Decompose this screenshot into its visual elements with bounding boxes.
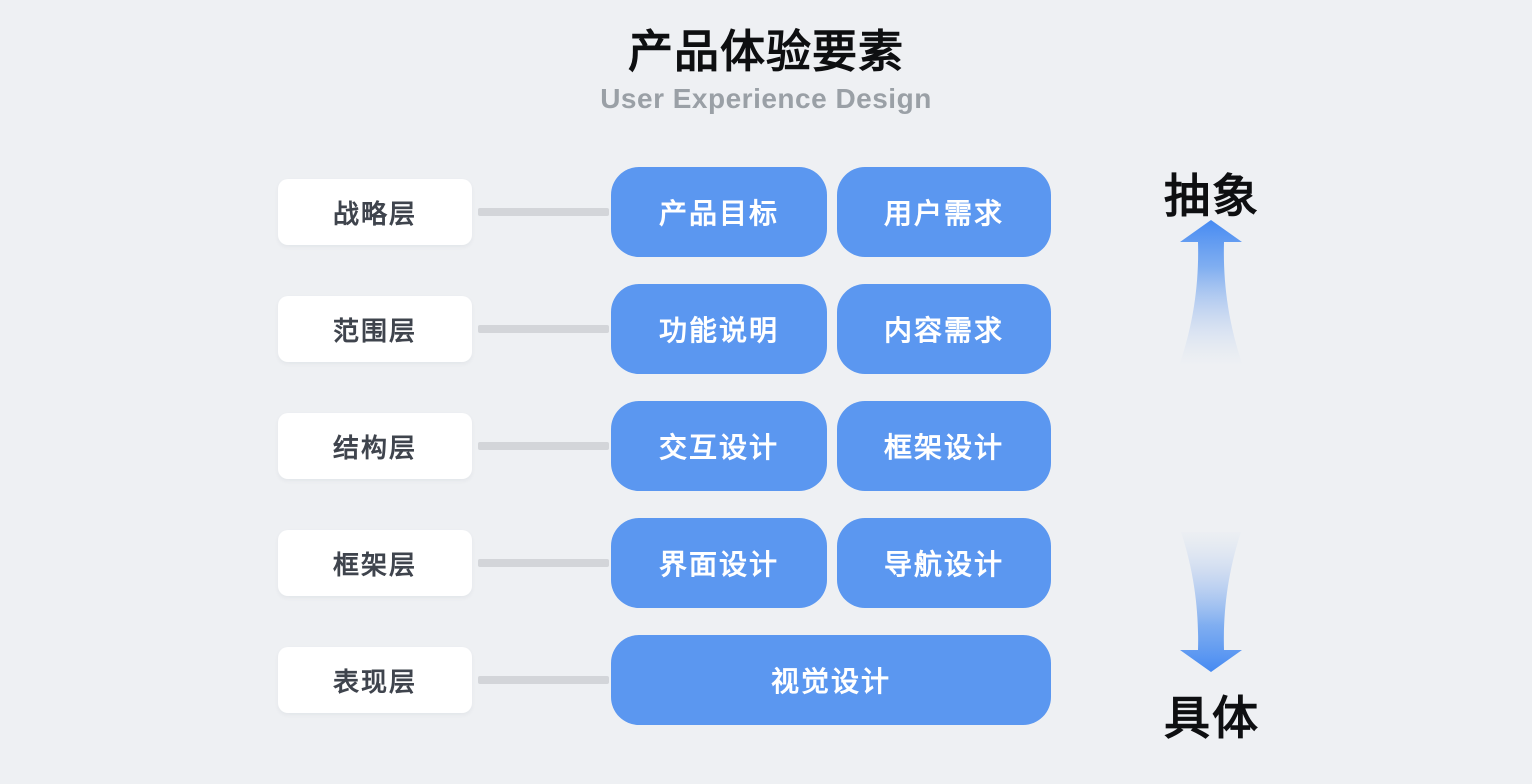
element-label: 导航设计 bbox=[883, 549, 1004, 580]
element-label: 交互设计 bbox=[658, 432, 779, 463]
connector-line bbox=[478, 442, 609, 450]
layer-row-skeleton: 框架层 界面设计 导航设计 bbox=[0, 518, 1532, 608]
connector-line bbox=[478, 325, 609, 333]
layer-label: 战略层 bbox=[332, 198, 417, 229]
element-label: 视觉设计 bbox=[770, 666, 891, 697]
arrow-up-icon bbox=[1179, 220, 1243, 366]
element-label: 框架设计 bbox=[883, 432, 1004, 463]
element-box-visual-design: 视觉设计 bbox=[611, 635, 1051, 725]
layer-label: 框架层 bbox=[332, 549, 417, 580]
layer-row-structure: 结构层 交互设计 框架设计 bbox=[0, 401, 1532, 491]
element-box-functional-specs: 功能说明 bbox=[611, 284, 827, 374]
arrow-down-icon bbox=[1180, 532, 1242, 672]
layer-label-box-scope: 范围层 bbox=[278, 296, 472, 362]
axis-label-concrete: 具体 bbox=[1164, 692, 1260, 744]
element-label: 内容需求 bbox=[883, 315, 1004, 346]
element-box-product-goals: 产品目标 bbox=[611, 167, 827, 257]
layer-label-box-strategy: 战略层 bbox=[278, 179, 472, 245]
layer-label-box-skeleton: 框架层 bbox=[278, 530, 472, 596]
layer-label-box-surface: 表现层 bbox=[278, 647, 472, 713]
layer-label: 表现层 bbox=[332, 666, 417, 697]
element-label: 界面设计 bbox=[658, 549, 779, 580]
layer-row-scope: 范围层 功能说明 内容需求 bbox=[0, 284, 1532, 374]
element-box-navigation-design: 导航设计 bbox=[837, 518, 1051, 608]
layer-label-box-structure: 结构层 bbox=[278, 413, 472, 479]
element-box-content-requirements: 内容需求 bbox=[837, 284, 1051, 374]
connector-line bbox=[478, 208, 609, 216]
connector-line bbox=[478, 559, 609, 567]
element-label: 用户需求 bbox=[883, 198, 1004, 229]
page-title: 产品体验要素 bbox=[627, 26, 904, 77]
layer-row-strategy: 战略层 产品目标 用户需求 bbox=[0, 167, 1532, 257]
header: 产品体验要素 User Experience Design bbox=[0, 26, 1532, 115]
element-box-interface-design: 界面设计 bbox=[611, 518, 827, 608]
element-box-user-needs: 用户需求 bbox=[837, 167, 1051, 257]
element-label: 产品目标 bbox=[658, 198, 779, 229]
axis-label-abstract: 抽象 bbox=[1164, 170, 1260, 222]
element-box-framework-design: 框架设计 bbox=[837, 401, 1051, 491]
element-label: 功能说明 bbox=[658, 315, 779, 346]
page-subtitle: User Experience Design bbox=[600, 82, 932, 114]
layer-label: 范围层 bbox=[332, 315, 417, 346]
layer-label: 结构层 bbox=[332, 432, 417, 463]
element-box-interaction-design: 交互设计 bbox=[611, 401, 827, 491]
layer-row-surface: 表现层 视觉设计 bbox=[0, 635, 1532, 725]
connector-line bbox=[478, 676, 609, 684]
